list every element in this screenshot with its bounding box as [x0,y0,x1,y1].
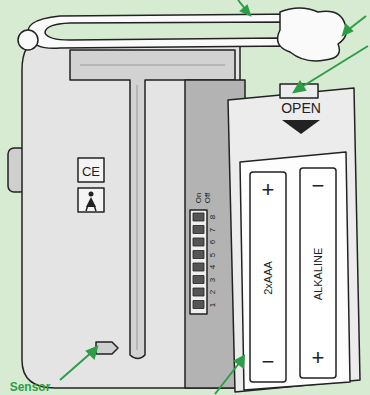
sensor [96,342,118,354]
dip-switch [190,210,207,314]
switch-number: 4 [209,265,217,269]
battery-compartment [240,152,350,390]
polarity-sign: + [262,179,275,201]
switch-label: On [195,193,203,204]
ce-mark: CE [82,165,100,178]
battery-left [250,172,286,382]
switch-number: 6 [209,240,217,244]
door-label: OPEN [281,101,321,115]
bf-symbol-box [78,188,104,212]
cuff [278,8,347,61]
open-arrow [282,120,320,134]
polarity-sign: + [312,347,325,369]
switch-number: 1 [209,302,217,306]
switch-number: 7 [209,227,217,231]
battery-door [228,88,360,392]
battery-type: ALKALINE [313,248,324,301]
polarity-sign: − [312,175,325,197]
switch-number: 5 [209,252,217,256]
battery-right [300,168,336,378]
switch-number: 8 [209,215,217,219]
battery-type: 2xAAA [263,261,274,295]
ce-mark-box [78,158,104,182]
part-label: Sensor [10,381,51,393]
switch-label: Off [204,193,212,204]
switch-number: 2 [209,290,217,294]
polarity-sign: − [262,351,275,373]
switch-number: 3 [209,277,217,281]
